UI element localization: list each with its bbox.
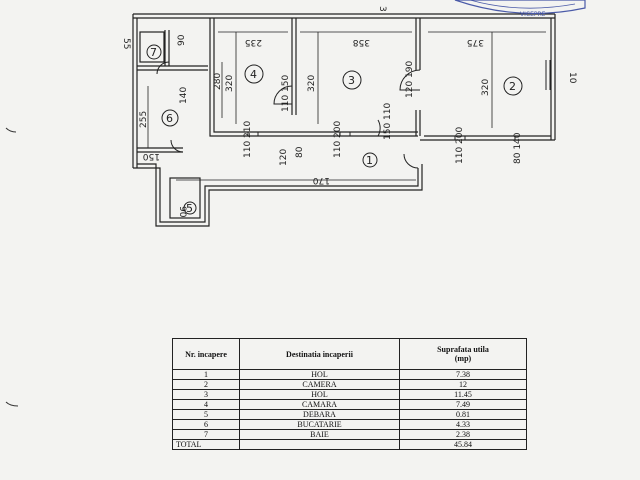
row-surface: 0.81 xyxy=(399,409,527,420)
dim-255: 255 xyxy=(139,111,149,128)
dimension-lines xyxy=(147,31,546,220)
row-surface: 4.33 xyxy=(399,419,527,430)
row-number: 6 xyxy=(172,419,240,430)
dim-120: 120 xyxy=(279,149,289,166)
row-number: 7 xyxy=(172,429,240,440)
room-1-label: 1 xyxy=(366,154,373,167)
stamp-text: VICEPRE xyxy=(520,11,546,18)
dim-10: 10 xyxy=(567,72,577,84)
room-3-label: 3 xyxy=(348,74,355,87)
total-label: TOTAL xyxy=(172,439,240,450)
row-surface: 7.38 xyxy=(399,369,527,380)
header-room-number: Nr. incapere xyxy=(172,338,240,370)
room-5-label: 5 xyxy=(186,202,193,215)
margin-mark-bottom xyxy=(5,401,19,407)
table-row: 4 CAMARA 7.49 xyxy=(172,399,527,410)
dim-win-room2a: 110 200 xyxy=(455,127,465,164)
row-surface: 12 xyxy=(399,379,527,390)
row-destination: BUCATARIE xyxy=(239,419,400,430)
row-destination: BAIE xyxy=(239,429,400,440)
area-table: Nr. incapere Destinatia incaperii Supraf… xyxy=(172,338,527,450)
table-row: 7 BAIE 2.38 xyxy=(172,429,527,440)
row-number: 5 xyxy=(172,409,240,420)
table-row: 5 DEBARA 0.81 xyxy=(172,409,527,420)
dim-door-room2: 120 190 xyxy=(405,61,415,98)
row-destination: HOL xyxy=(239,389,400,400)
dim-55: 55 xyxy=(121,38,131,49)
table-row: 6 BUCATARIE 4.33 xyxy=(172,419,527,430)
windows xyxy=(238,60,551,141)
dim-280: 280 xyxy=(213,73,223,90)
room-2-label: 2 xyxy=(509,80,516,93)
header-surface: Suprafata utila (mp) xyxy=(399,338,527,370)
dim-door-room3: 150 110 xyxy=(383,103,393,140)
total-spacer xyxy=(239,439,400,450)
room-markers xyxy=(146,44,523,215)
dim-320-room3: 320 xyxy=(307,75,317,92)
dim-320-room4: 320 xyxy=(225,75,235,92)
dim-90-top: 90 xyxy=(177,34,187,46)
area-table-container: Nr. incapere Destinatia incaperii Supraf… xyxy=(172,338,527,450)
table-row: 1 HOL 7.38 xyxy=(172,369,527,380)
header-surface-label: Suprafata utila xyxy=(437,345,489,354)
row-surface: 7.49 xyxy=(399,399,527,410)
row-surface: 11.45 xyxy=(399,389,527,400)
dim-win-room4: 110 210 xyxy=(243,121,253,158)
dim-235: 235 xyxy=(245,37,262,47)
table-total-row: TOTAL 45.84 xyxy=(172,439,527,450)
dim-150: 150 xyxy=(143,151,160,161)
dim-140: 140 xyxy=(179,87,189,104)
margin-mark-top xyxy=(5,127,17,133)
header-surface-unit: (mp) xyxy=(454,354,472,363)
room-4-label: 4 xyxy=(250,68,257,81)
room-6-label: 6 xyxy=(166,112,173,125)
dim-win-room2b: 80 140 xyxy=(513,132,523,164)
total-value: 45.84 xyxy=(399,439,527,450)
header-destination: Destinatia incaperii xyxy=(239,338,400,370)
row-destination: HOL xyxy=(239,369,400,380)
dim-door-room4: 110 150 xyxy=(281,75,291,112)
dim-80: 80 xyxy=(295,146,305,158)
table-row: 2 CAMERA 12 xyxy=(172,379,527,390)
room-7-label: 7 xyxy=(150,46,157,59)
official-stamp: VICEPRE xyxy=(454,0,586,18)
dim-win-room3: 110 200 xyxy=(333,121,343,158)
dim-358: 358 xyxy=(353,37,370,47)
row-destination: CAMERA xyxy=(239,379,400,390)
row-number: 1 xyxy=(172,369,240,380)
row-number: 2 xyxy=(172,379,240,390)
dim-375: 375 xyxy=(467,37,484,47)
table-row: 3 HOL 11.45 xyxy=(172,389,527,400)
dim-320-room2: 320 xyxy=(481,79,491,96)
dim-170: 170 xyxy=(313,175,330,185)
row-number: 3 xyxy=(172,389,240,400)
dim-90: 90 xyxy=(177,206,187,218)
row-number: 4 xyxy=(172,399,240,410)
row-surface: 2.38 xyxy=(399,429,527,440)
dim-3: 3 xyxy=(377,6,387,12)
row-destination: CAMARA xyxy=(239,399,400,410)
door-swings xyxy=(156,61,421,169)
table-header-row: Nr. incapere Destinatia incaperii Supraf… xyxy=(172,338,527,370)
row-destination: DEBARA xyxy=(239,409,400,420)
